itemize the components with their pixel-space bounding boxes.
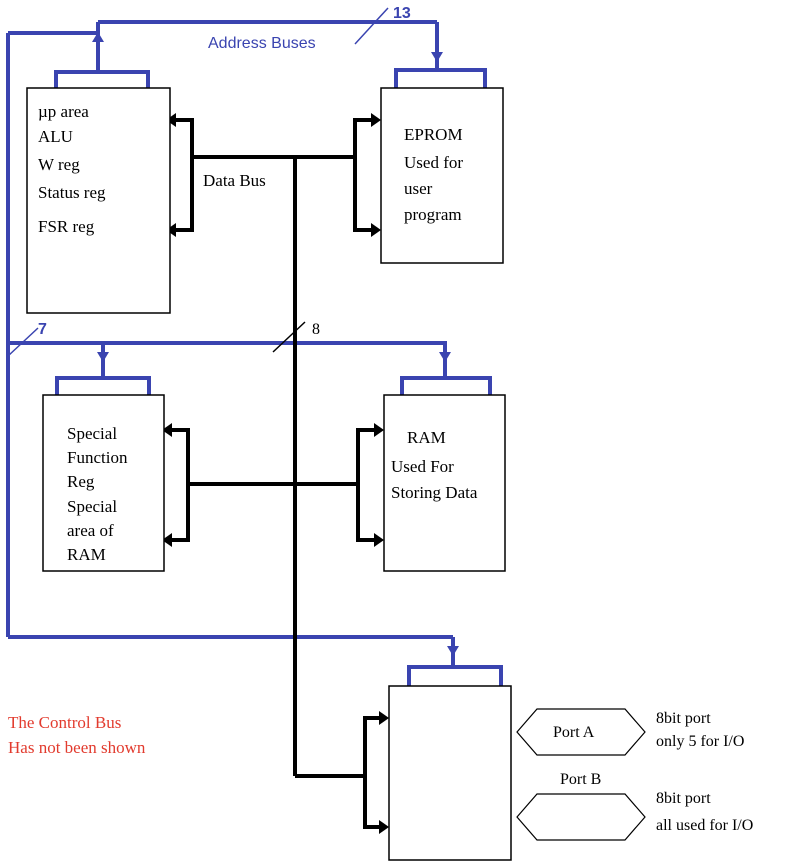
arrow-eprom-bottom (371, 223, 381, 237)
ram-line-3: Storing Data (391, 483, 478, 502)
sfr-line-1: Special (67, 424, 117, 443)
port-b-label-bg (555, 770, 605, 788)
arrow-sfr-top (162, 423, 172, 437)
data-bus-bracket-mp (172, 118, 194, 232)
ram-line-1: RAM (407, 428, 446, 447)
address-bus-width-slash-mid (7, 327, 39, 357)
note-line-2: Has not been shown (8, 738, 146, 757)
arrow-down-io (447, 646, 459, 656)
arrow-io-top (379, 711, 389, 725)
io-block (388, 685, 512, 861)
port-a-shape (516, 708, 646, 756)
sfr-line-2: Function (67, 448, 128, 467)
arrow-up-mp (92, 32, 104, 42)
mp-block (26, 87, 171, 314)
mp-block-text: µp area ALU W reg Status reg FSR reg (38, 102, 106, 236)
eprom-line-3: user (404, 179, 433, 198)
note-line-1: The Control Bus (8, 713, 121, 732)
arrow-down-eprom (431, 52, 443, 62)
mp-line-4: Status reg (38, 183, 106, 202)
address-bus-width-top: 13 (393, 5, 411, 22)
eprom-block (380, 87, 504, 264)
port-b-desc-1: 8bit port (656, 790, 711, 807)
arrow-eprom-top (371, 113, 381, 127)
arrow-sfr-bottom (162, 533, 172, 547)
mp-line-1: µp area (38, 102, 89, 121)
sfr-block-text: Special Function Reg Special area of RAM (67, 424, 128, 564)
sfr-line-6: RAM (67, 545, 106, 564)
port-a-desc-2: only 5 for I/O (656, 733, 744, 750)
port-b-shape (516, 793, 646, 841)
arrow-down-ram (439, 352, 451, 362)
eprom-line-1: EPROM (404, 125, 463, 144)
data-bus-bracket-sfr (168, 428, 190, 542)
mp-line-5: FSR reg (38, 217, 95, 236)
arrow-io-bottom (379, 820, 389, 834)
eprom-block-text: EPROM Used for user program (404, 125, 463, 224)
address-bus-label: Address Buses (208, 35, 316, 52)
arrow-ram-top (374, 423, 384, 437)
sfr-line-3: Reg (67, 472, 95, 491)
data-bus-bracket-eprom (353, 118, 375, 232)
data-bus-width-label: 8 (312, 321, 320, 338)
address-bus-bracket-eprom (394, 68, 487, 88)
address-bus-bracket-io (407, 665, 503, 686)
ram-block (383, 394, 506, 572)
port-descriptions: 8bit port only 5 for I/O 8bit port all u… (656, 710, 753, 834)
eprom-line-4: program (404, 205, 462, 224)
address-bus-arrows (92, 32, 459, 656)
address-bus-bracket-ram (400, 376, 492, 395)
address-bus-bracket-mp (54, 70, 150, 88)
port-a-desc-1: 8bit port (656, 710, 711, 727)
data-bus-label: Data Bus (203, 171, 266, 190)
sfr-line-5: area of (67, 521, 114, 540)
arrow-ram-bottom (374, 533, 384, 547)
port-b-label: Port B (560, 771, 601, 788)
ram-line-2: Used For (391, 457, 454, 476)
eprom-line-2: Used for (404, 153, 463, 172)
mp-line-2: ALU (38, 127, 73, 146)
sfr-block (42, 394, 165, 572)
port-a-label: Port A (553, 724, 595, 741)
sfr-line-4: Special (67, 497, 117, 516)
address-bus-width-slash-top (354, 7, 389, 45)
address-bus-width-mid: 7 (38, 321, 47, 338)
data-bus-width-slash (272, 321, 306, 353)
data-bus (168, 118, 383, 829)
data-bus-bracket-ram (356, 428, 378, 542)
data-bus-bracket-io (363, 716, 383, 829)
data-bus-arrows (162, 113, 389, 834)
address-bus-bracket-sfr (55, 376, 151, 395)
mp-line-3: W reg (38, 155, 80, 174)
arrow-mp-bottom (166, 223, 176, 237)
port-b-desc-2: all used for I/O (656, 817, 753, 834)
control-bus-note: The Control Bus Has not been shown (8, 713, 146, 757)
arrow-down-sfr (97, 352, 109, 362)
arrow-mp-top (166, 113, 176, 127)
ram-block-text: RAM Used For Storing Data (391, 428, 478, 502)
